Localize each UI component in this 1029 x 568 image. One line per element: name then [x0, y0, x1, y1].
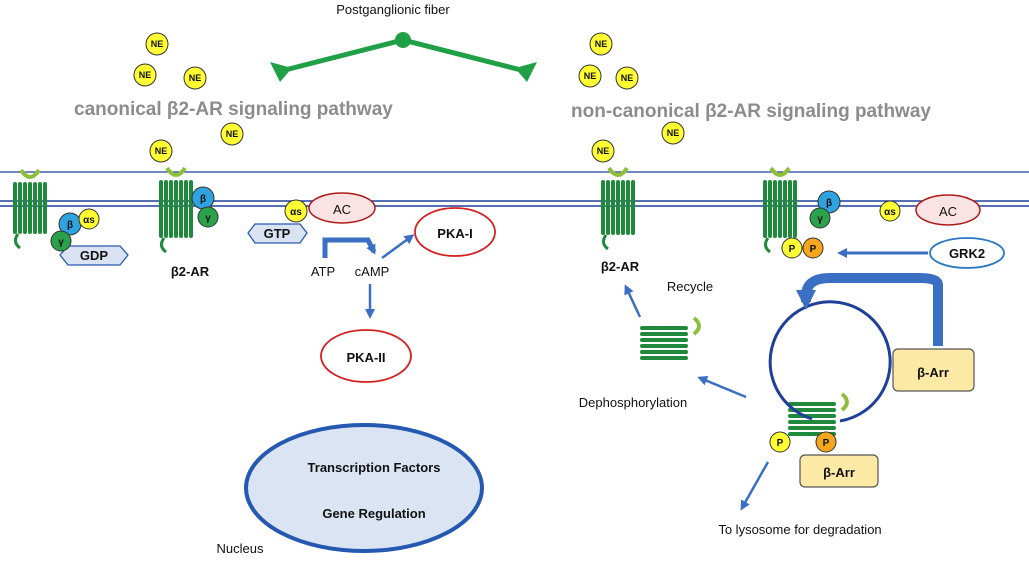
ne-molecule: NE [133, 63, 157, 87]
canonical-ac: AC [308, 192, 376, 224]
noncanonical-title: non-canonical β2-AR signaling pathway [571, 101, 931, 122]
nucleus: Transcription Factors Gene Regulation Nu… [217, 423, 484, 556]
svg-text:NE: NE [595, 39, 608, 49]
internalized-complex: P P β-Arr [769, 431, 879, 488]
noncanonical-ac: AC [915, 194, 981, 226]
canonical-title: canonical β2-AR signaling pathway [74, 99, 393, 120]
svg-text:GRK2: GRK2 [949, 246, 985, 261]
pka1-label: PKA-I [437, 226, 472, 241]
ne-molecule: NE [145, 32, 169, 56]
ne-molecule: NE [149, 139, 173, 163]
ne-molecule: NE [661, 121, 685, 145]
svg-text:β-Arr: β-Arr [917, 365, 949, 380]
svg-text:P: P [810, 244, 817, 255]
svg-text:P: P [777, 438, 784, 449]
gdp-label: GDP [80, 248, 109, 263]
svg-text:NE: NE [189, 73, 202, 83]
fiber-label: Postganglionic fiber [336, 2, 450, 17]
ne-molecule: NE [578, 64, 602, 88]
ne-molecule: NE [591, 139, 615, 163]
canonical-receptor-label: β2-AR [171, 264, 210, 279]
svg-text:AC: AC [939, 204, 957, 219]
nucleus-line1: Transcription Factors [308, 460, 441, 475]
svg-text:γ: γ [58, 237, 64, 248]
ne-molecules: NE NE NE NE NE NE NE NE NE NE [133, 32, 685, 163]
svg-text:β: β [826, 198, 832, 209]
nucleus-line2: Gene Regulation [322, 506, 425, 521]
lysosome-label: To lysosome for degradation [718, 522, 881, 537]
svg-text:β: β [67, 220, 73, 231]
camp-pathway: ATP cAMP PKA-I PKA-II [311, 207, 496, 383]
canonical-gprotein-active: β γ αs GTP [191, 186, 308, 244]
receptor-inactive [13, 168, 47, 250]
barr-big: β-Arr [892, 348, 975, 392]
svg-text:γ: γ [817, 214, 823, 225]
svg-text:NE: NE [667, 128, 680, 138]
receptor-canonical-active [159, 166, 193, 254]
svg-text:αs: αs [884, 207, 896, 218]
svg-text:NE: NE [621, 73, 634, 83]
svg-text:NE: NE [139, 70, 152, 80]
svg-text:β: β [200, 194, 206, 205]
dephos-label: Dephosphorylation [579, 395, 687, 410]
ne-molecule: NE [589, 32, 613, 56]
grk2: GRK2 [837, 237, 1005, 269]
noncanonical-receptor-label: β2-AR [601, 259, 640, 274]
svg-text:β-Arr: β-Arr [823, 465, 855, 480]
svg-text:αs: αs [83, 215, 95, 226]
postganglionic-fiber: Postganglionic fiber [270, 2, 537, 82]
ne-molecule: NE [615, 66, 639, 90]
receptor-noncanonical-phosphorylated [763, 166, 797, 254]
svg-text:NE: NE [597, 146, 610, 156]
receptor-noncanonical-recycled [601, 166, 635, 251]
svg-text:NE: NE [584, 71, 597, 81]
receptors [13, 166, 849, 436]
endocytic-vesicle [768, 273, 943, 423]
ne-molecule: NE [220, 122, 244, 146]
receptor-dephosphorylated [640, 316, 701, 360]
svg-text:NE: NE [226, 129, 239, 139]
camp-label: cAMP [355, 264, 390, 279]
nucleus-label: Nucleus [217, 541, 264, 556]
svg-text:γ: γ [205, 213, 211, 224]
recycle-label: Recycle [667, 279, 713, 294]
gtp-label: GTP [264, 226, 291, 241]
cell-membrane [0, 171, 1029, 207]
pka2-label: PKA-II [347, 350, 386, 365]
ac-label: AC [333, 202, 351, 217]
receptor-internalized [788, 392, 849, 436]
svg-text:P: P [823, 438, 830, 449]
canonical-gprotein-inactive: GDP β αs γ [50, 208, 129, 266]
svg-text:NE: NE [155, 146, 168, 156]
atp-label: ATP [311, 264, 335, 279]
svg-text:αs: αs [290, 207, 302, 218]
svg-text:NE: NE [151, 39, 164, 49]
ne-molecule: NE [183, 66, 207, 90]
noncanonical-gprotein: β γ αs P P [781, 190, 901, 259]
svg-text:P: P [789, 244, 796, 255]
